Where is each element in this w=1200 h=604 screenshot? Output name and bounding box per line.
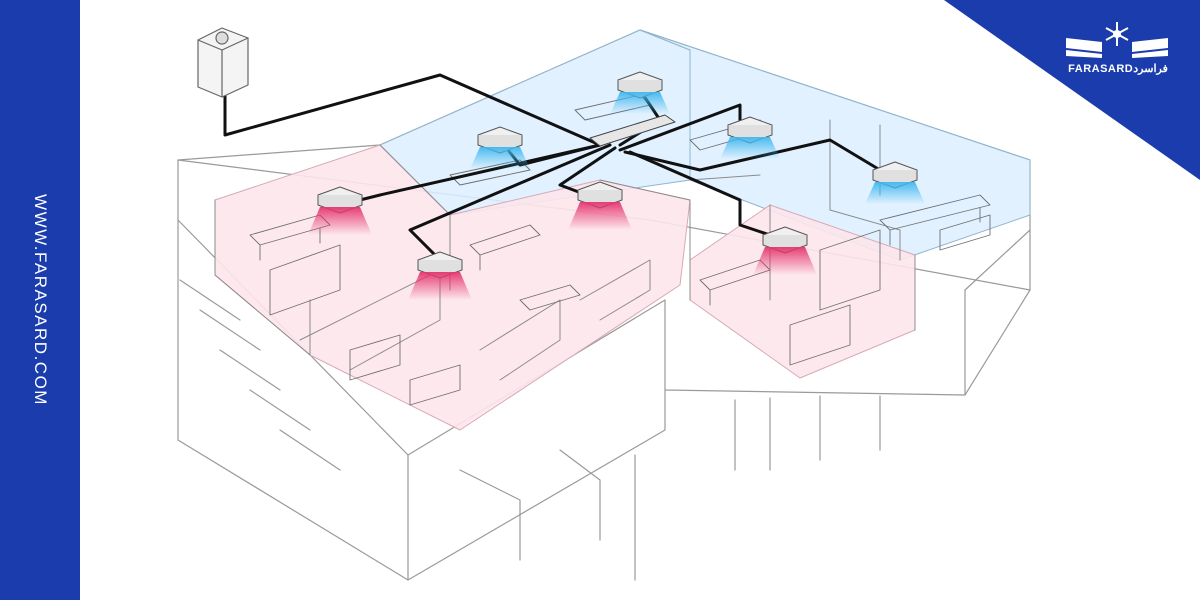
logo-text-fa: فراسرد — [1133, 63, 1168, 75]
outdoor-unit — [197, 27, 249, 98]
brand-sidebar: WWW.FARASARD.COM — [0, 0, 80, 600]
warm-indoor-unit — [568, 181, 632, 230]
cool-indoor-unit — [720, 116, 780, 159]
cool-indoor-unit — [865, 161, 925, 204]
website-url[interactable]: WWW.FARASARD.COM — [31, 194, 50, 406]
vrf-office-diagram — [177, 27, 1031, 581]
farasard-logo — [1066, 22, 1168, 58]
cool-indoor-unit — [610, 71, 670, 114]
warm-indoor-unit — [753, 226, 817, 275]
logo-text-en: FARASARD — [1068, 63, 1134, 75]
pipe-manifold — [589, 114, 676, 147]
cool-indoor-unit — [470, 126, 530, 169]
warm-indoor-unit — [408, 251, 472, 300]
sidebar-background — [0, 0, 80, 600]
logo-wings — [1066, 38, 1168, 58]
snowflake-icon — [1105, 22, 1129, 46]
logo-wordmark: FARASARDفراسرد — [1058, 62, 1178, 75]
warm-indoor-unit — [308, 186, 372, 235]
